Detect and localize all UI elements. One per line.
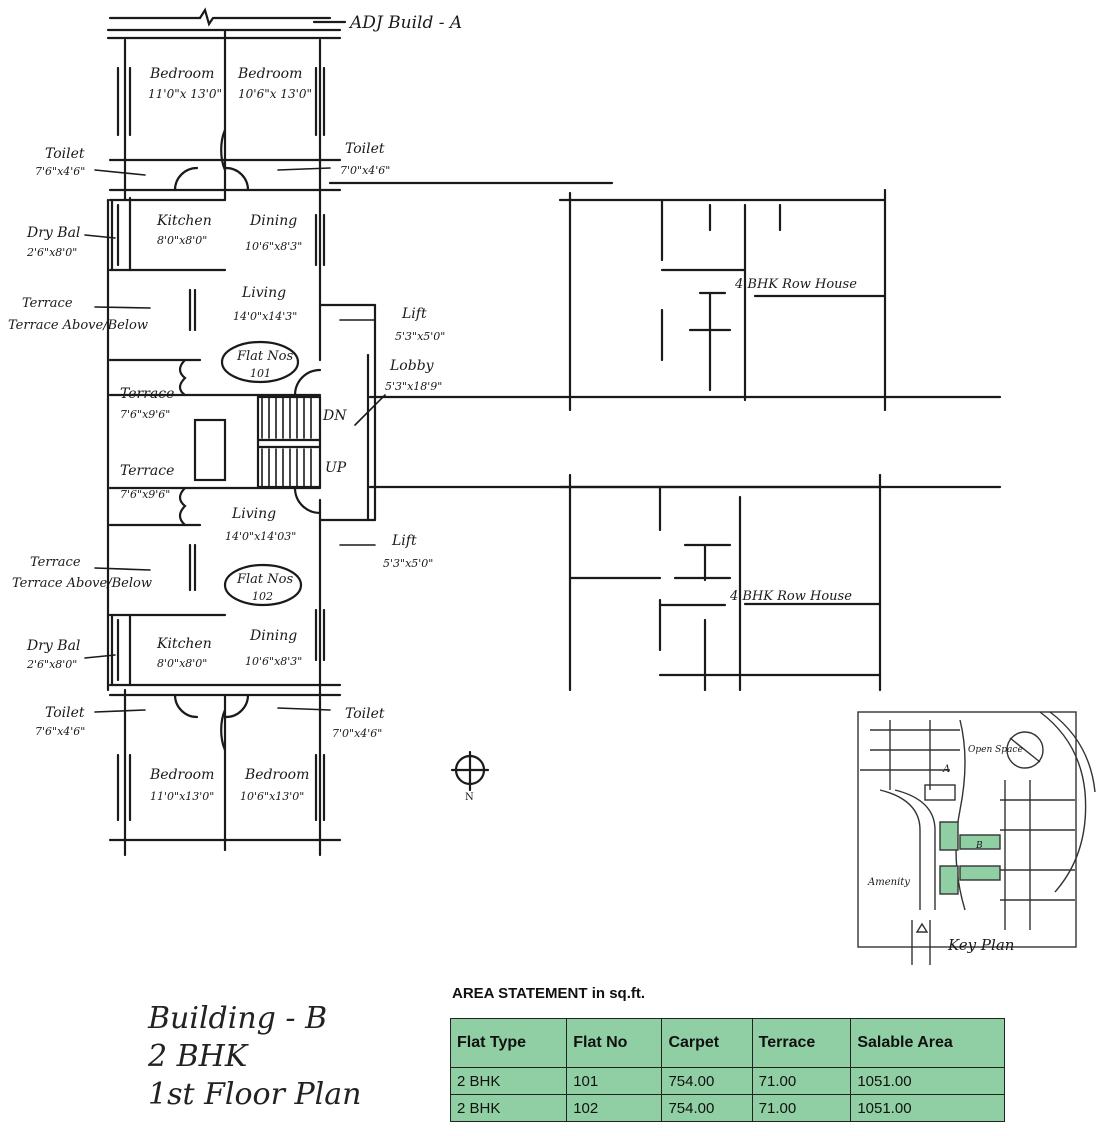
terrace-bottom-size: 7'6"x9'6" <box>120 488 170 501</box>
lift-bottom-label: Lift <box>391 533 417 549</box>
bedroom-top-right-label: Bedroom <box>237 66 302 82</box>
cell-salable-area: 1051.00 <box>850 1067 1005 1095</box>
north-label: N <box>465 792 474 803</box>
toilet-bottom-left-label: Toilet <box>45 705 85 721</box>
terrace-top-size: 7'6"x9'6" <box>120 408 170 421</box>
building-caption: Building - B 2 BHK 1st Floor Plan <box>148 1000 361 1114</box>
terrace-above-below-bottom-label: Terrace Above/Below <box>12 576 152 591</box>
cell-terrace: 71.00 <box>751 1067 852 1095</box>
table-row: 2 BHK 101 754.00 71.00 1051.00 <box>449 1067 1005 1095</box>
dining-top-label: Dining <box>249 213 297 229</box>
plan-label: Terrace <box>30 555 81 570</box>
cell-flat-type: 2 BHK <box>449 1094 568 1122</box>
toilet-top-right-size: 7'0"x4'6" <box>340 164 390 177</box>
stair-dn-label: DN <box>322 408 347 424</box>
living-top-label: Living <box>241 285 286 301</box>
key-open-space-label: Open Space <box>968 745 1023 755</box>
toilet-top-left-label: Toilet <box>45 146 85 162</box>
bedroom-bottom-left-label: Bedroom <box>149 767 214 783</box>
header-carpet: Carpet <box>661 1018 753 1068</box>
header-salable-area: Salable Area <box>850 1018 1005 1068</box>
caption-line-2: 2 BHK <box>148 1039 248 1074</box>
bedroom-bottom-right-label: Bedroom <box>244 767 309 783</box>
stair-up-label: UP <box>325 460 347 476</box>
dry-bal-top-size: 2'6"x8'0" <box>26 246 77 259</box>
dining-top-size: 10'6"x8'3" <box>245 240 302 253</box>
dry-bal-top-label: Dry Bal <box>26 225 80 241</box>
caption-line-3: 1st Floor Plan <box>148 1077 362 1112</box>
dry-bal-bottom-size: 2'6"x8'0" <box>26 658 77 671</box>
row-house-bottom-label: 4 BHK Row House <box>729 589 852 604</box>
kitchen-top-label: Kitchen <box>156 213 212 229</box>
dining-bottom-label: Dining <box>249 628 297 644</box>
living-bottom-size: 14'0"x14'03" <box>225 530 296 543</box>
header-flat-no: Flat No <box>566 1018 663 1068</box>
key-amenity-label: Amenity <box>867 877 910 888</box>
table-row: 2 BHK 102 754.00 71.00 1051.00 <box>449 1094 1005 1122</box>
flat-nos-101-label: Flat Nos <box>236 349 293 364</box>
dry-bal-bottom-label: Dry Bal <box>26 638 80 654</box>
bedroom-bottom-left-size: 11'0"x13'0" <box>150 790 214 803</box>
bedroom-top-left-size: 11'0"x 13'0" <box>148 87 222 101</box>
dining-bottom-size: 10'6"x8'3" <box>245 655 302 668</box>
toilet-top-right-label: Toilet <box>345 141 385 157</box>
terrace-bottom-label: Terrace <box>120 463 174 479</box>
bedroom-top-right-size: 10'6"x 13'0" <box>238 87 312 101</box>
cell-flat-no: 102 <box>566 1094 663 1122</box>
terrace-top-label: Terrace <box>120 386 174 402</box>
lift-top-size: 5'3"x5'0" <box>395 330 445 343</box>
terrace-above-below-top-label: Terrace Above/Below <box>8 318 148 333</box>
bedroom-top-left-label: Bedroom <box>149 66 214 82</box>
key-plan <box>857 711 1096 965</box>
row-house-top-label: 4 BHK Row House <box>734 277 857 292</box>
header-terrace: Terrace <box>751 1018 852 1068</box>
cell-salable-area: 1051.00 <box>850 1094 1005 1122</box>
key-plan-title: Key Plan <box>947 936 1014 954</box>
key-a-label: A <box>942 764 950 775</box>
lift-bottom-size: 5'3"x5'0" <box>383 557 433 570</box>
toilet-bottom-right-size: 7'0"x4'6" <box>332 727 382 740</box>
adj-build-label: ADJ Build - A <box>348 13 462 33</box>
table-header-row: Flat Type Flat No Carpet Terrace Salable… <box>449 1018 1005 1068</box>
toilet-top-left-size: 7'6"x4'6" <box>35 165 85 178</box>
bedroom-bottom-right-size: 10'6"x13'0" <box>240 790 304 803</box>
flat-101: 101 <box>250 367 271 380</box>
flat-nos-102-label: Flat Nos <box>236 572 293 587</box>
cell-flat-type: 2 BHK <box>449 1067 568 1095</box>
lobby-label: Lobby <box>389 358 435 374</box>
cell-carpet: 754.00 <box>661 1067 753 1095</box>
lift-top-label: Lift <box>401 306 427 322</box>
toilet-bottom-right-label: Toilet <box>345 706 385 722</box>
cell-flat-no: 101 <box>566 1067 663 1095</box>
living-bottom-label: Living <box>231 506 276 522</box>
kitchen-top-size: 8'0"x8'0" <box>157 234 207 247</box>
caption-line-1: Building - B <box>148 1001 328 1036</box>
header-flat-type: Flat Type <box>449 1018 568 1068</box>
key-b-label: B <box>975 841 983 851</box>
living-top-size: 14'0"x14'3" <box>233 310 297 323</box>
cell-carpet: 754.00 <box>661 1094 753 1122</box>
area-statement-title: AREA STATEMENT in sq.ft. <box>452 985 646 1002</box>
lobby-size: 5'3"x18'9" <box>385 380 442 393</box>
plan-label: Terrace <box>22 296 73 311</box>
flat-102: 102 <box>252 590 273 603</box>
kitchen-bottom-size: 8'0"x8'0" <box>157 657 207 670</box>
kitchen-bottom-label: Kitchen <box>156 636 212 652</box>
toilet-bottom-left-size: 7'6"x4'6" <box>35 725 85 738</box>
cell-terrace: 71.00 <box>751 1094 852 1122</box>
area-statement-table: Flat Type Flat No Carpet Terrace Salable… <box>449 1018 1005 1122</box>
